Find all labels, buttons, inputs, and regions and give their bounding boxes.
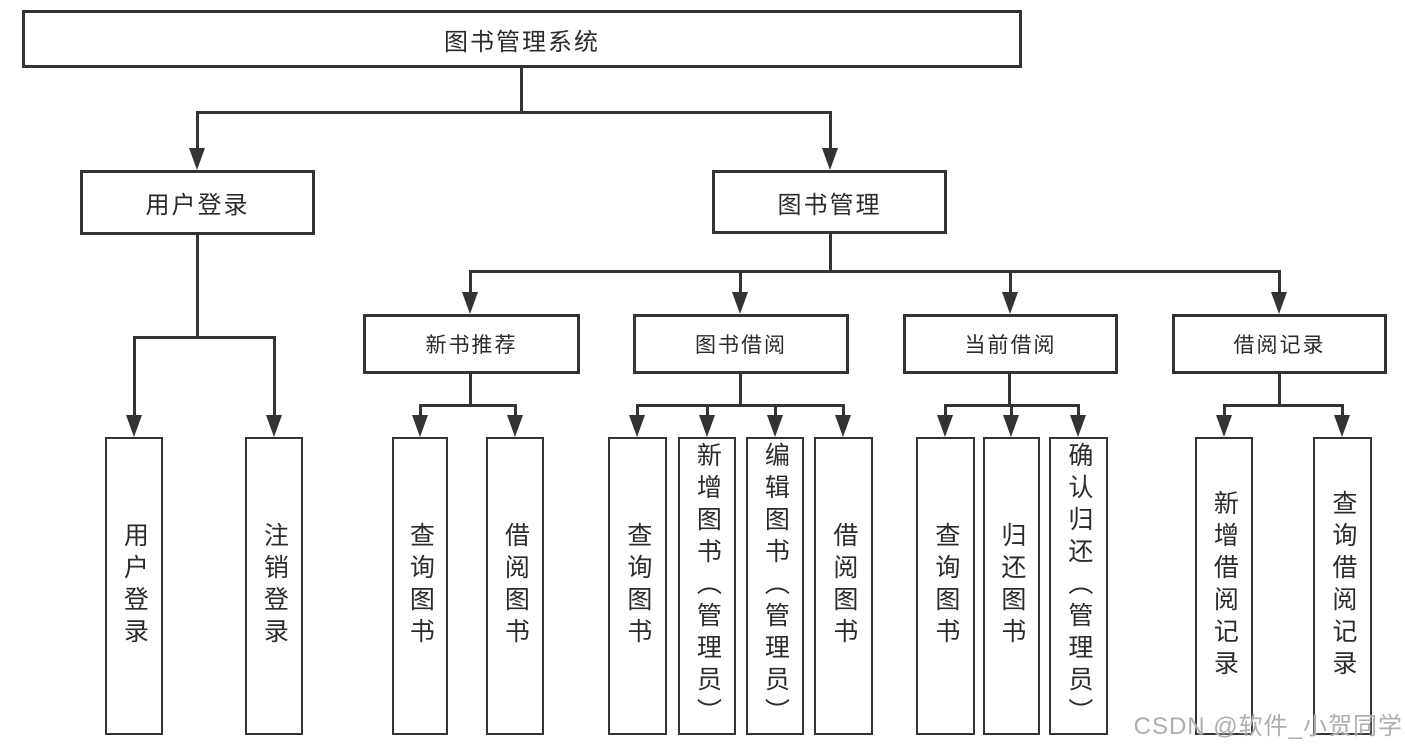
node-current-borrowing: 当前借阅 (903, 314, 1118, 374)
node-new-book-recommend: 新书推荐 (363, 314, 580, 374)
node-current-borrowing-label: 当前借阅 (964, 334, 1057, 357)
csdn-watermark: CSDN @软件_小贺同学 (1133, 713, 1403, 740)
leaf-cb-query-book-label: 查询图书 (931, 522, 960, 650)
connector-drop-leaf-logout (273, 336, 276, 417)
connector-root-stem (520, 66, 523, 114)
connector-drop-rec-borrow (514, 404, 517, 417)
leaf-rec-query-book: 查询图书 (392, 437, 448, 735)
connector-drop-user-login (196, 111, 199, 151)
leaf-br-query-record: 查询借阅记录 (1313, 437, 1372, 735)
leaf-bb-query-book: 查询图书 (608, 437, 667, 735)
connector-br-stem (1278, 373, 1281, 407)
node-book-management: 图书管理 (712, 170, 947, 234)
arrow-br-query (1334, 415, 1350, 437)
connector-drop-br-add (1223, 404, 1226, 417)
connector-drop-book-management (829, 111, 832, 151)
leaf-cb-return-book-label: 归还图书 (997, 522, 1026, 650)
node-new-book-recommend-label: 新书推荐 (425, 334, 518, 357)
connector-drop-current-borrowing (1009, 270, 1012, 295)
connector-level3-branch (469, 270, 1281, 273)
connector-drop-br-query (1341, 404, 1344, 417)
arrow-leaf-logout (266, 415, 282, 437)
connector-rec-stem (469, 373, 472, 407)
node-book-management-label: 图书管理 (777, 191, 882, 219)
connector-drop-bb-query (636, 404, 639, 417)
node-borrowing-records: 借阅记录 (1172, 314, 1387, 374)
connector-drop-bb-add (706, 404, 709, 417)
arrow-user-login (189, 148, 205, 170)
arrow-bb-borrow (835, 415, 851, 437)
arrow-bb-query (629, 415, 645, 437)
connector-drop-borrowing-records (1278, 270, 1281, 295)
arrow-new-book-recommend (462, 292, 478, 314)
arrow-br-add (1216, 415, 1232, 437)
node-root: 图书管理系统 (22, 10, 1022, 68)
connector-drop-cb-query (944, 404, 947, 417)
node-root-label: 图书管理系统 (444, 28, 600, 56)
node-book-borrowing: 图书借阅 (633, 314, 849, 374)
arrow-cb-query (937, 415, 953, 437)
connector-drop-leaf-user-login (133, 336, 136, 417)
leaf-bb-borrow-book-label: 借阅图书 (829, 522, 858, 650)
leaf-user-login-label: 用户登录 (120, 522, 149, 650)
arrow-book-management (822, 148, 838, 170)
connector-drop-rec-query (419, 404, 422, 417)
connector-user-login-branch (133, 336, 276, 339)
connector-book-management-stem (829, 233, 832, 273)
connector-drop-book-borrowing (739, 270, 742, 295)
leaf-br-add-record: 新增借阅记录 (1195, 437, 1253, 735)
leaf-cb-confirm-return: 确认归还（管理员） (1049, 437, 1108, 735)
leaf-br-add-record-label: 新增借阅记录 (1210, 490, 1239, 682)
node-borrowing-records-label: 借阅记录 (1233, 334, 1326, 357)
arrow-borrowing-records (1271, 292, 1287, 314)
leaf-bb-borrow-book: 借阅图书 (814, 437, 873, 735)
arrow-current-borrowing (1002, 292, 1018, 314)
leaf-bb-edit-book: 编辑图书（管理员） (746, 437, 804, 735)
leaf-logout-label: 注销登录 (260, 522, 289, 650)
leaf-cb-query-book: 查询图书 (916, 437, 975, 735)
leaf-cb-confirm-return-label: 确认归还（管理员） (1064, 442, 1093, 730)
leaf-br-query-record-label: 查询借阅记录 (1328, 490, 1357, 682)
arrow-cb-return (1003, 415, 1019, 437)
connector-drop-bb-edit (774, 404, 777, 417)
leaf-user-login: 用户登录 (105, 437, 163, 735)
leaf-rec-query-book-label: 查询图书 (406, 522, 435, 650)
arrow-bb-edit (767, 415, 783, 437)
arrow-rec-borrow (507, 415, 523, 437)
connector-br-branch (1223, 404, 1344, 407)
connector-drop-bb-borrow (842, 404, 845, 417)
connector-drop-cb-return (1010, 404, 1013, 417)
node-user-login-label: 用户登录 (145, 192, 250, 219)
arrow-leaf-user-login (126, 415, 142, 437)
arrow-bb-add (699, 415, 715, 437)
arrow-rec-query (412, 415, 428, 437)
leaf-rec-borrow-book: 借阅图书 (486, 437, 544, 735)
connector-drop-new-book-recommend (469, 270, 472, 295)
connector-root-branch (196, 111, 832, 114)
node-book-borrowing-label: 图书借阅 (695, 334, 787, 357)
connector-bb-stem (739, 373, 742, 407)
leaf-bb-query-book-label: 查询图书 (623, 522, 652, 650)
arrow-cb-confirm (1070, 415, 1086, 437)
connector-drop-cb-confirm (1077, 404, 1080, 417)
leaf-logout: 注销登录 (245, 437, 303, 735)
leaf-cb-return-book: 归还图书 (983, 437, 1040, 735)
arrow-book-borrowing (732, 292, 748, 314)
leaf-rec-borrow-book-label: 借阅图书 (501, 522, 530, 650)
connector-bb-branch (636, 404, 844, 407)
connector-user-login-stem (196, 234, 199, 339)
connector-rec-branch (419, 404, 517, 407)
connector-cb-stem (1008, 373, 1011, 407)
leaf-bb-edit-book-label: 编辑图书（管理员） (761, 442, 790, 730)
node-user-login: 用户登录 (80, 170, 315, 235)
leaf-bb-add-book: 新增图书（管理员） (678, 437, 736, 735)
leaf-bb-add-book-label: 新增图书（管理员） (693, 442, 722, 730)
